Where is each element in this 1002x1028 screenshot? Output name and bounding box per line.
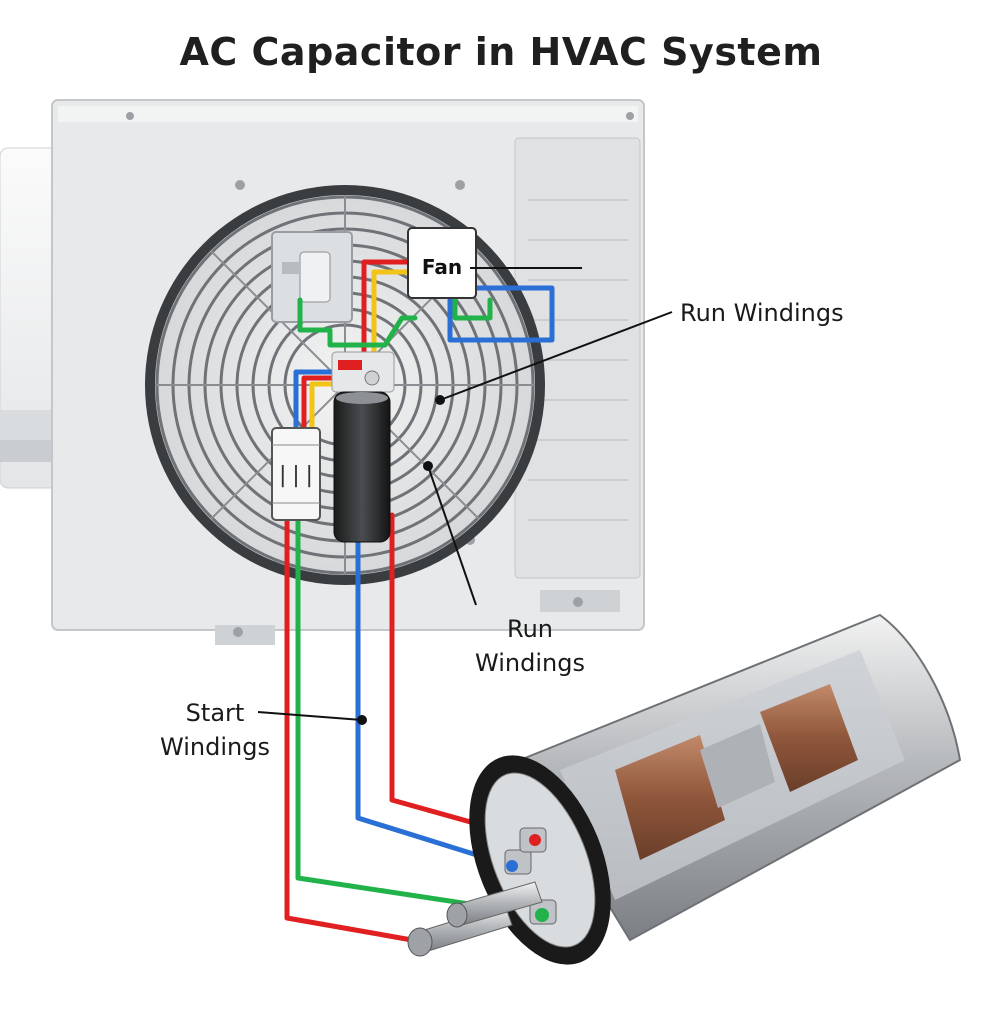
fan-label: Fan bbox=[422, 255, 462, 279]
start-relay: ||| bbox=[271, 427, 321, 521]
pointer-lines bbox=[257, 267, 673, 725]
label-run-windings-top: Run Windings bbox=[680, 299, 844, 327]
run-capacitor bbox=[331, 351, 395, 543]
capacitor-cutaway bbox=[407, 613, 962, 965]
label-run-windings-bottom: Run Windings bbox=[460, 612, 600, 680]
relay-marking: ||| bbox=[276, 463, 316, 488]
label-start-windings-line2: Windings bbox=[160, 733, 270, 761]
label-start-windings: Start Windings bbox=[140, 696, 290, 764]
fan-box: Fan bbox=[407, 227, 477, 299]
label-run-windings-bottom-line2: Windings bbox=[475, 649, 585, 677]
label-start-windings-line1: Start bbox=[185, 699, 245, 727]
page-title: AC Capacitor in HVAC System bbox=[179, 30, 823, 74]
label-run-windings-bottom-line1: Run bbox=[506, 615, 554, 643]
wiring bbox=[284, 259, 555, 943]
contactor-bracket bbox=[271, 231, 353, 323]
capacitor-winding bbox=[615, 684, 858, 860]
